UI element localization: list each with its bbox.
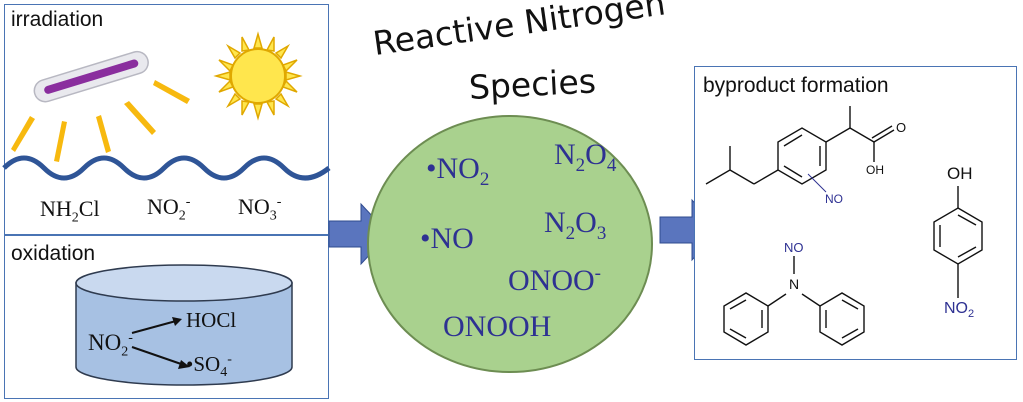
species-no2: •NO2 — [426, 152, 490, 190]
phenol-no2-label: NO2 — [944, 300, 975, 321]
oxidation-product-hocl: HOCl — [186, 308, 237, 332]
byproduct-structures — [705, 106, 983, 346]
irradiation-label: irradiation — [11, 8, 104, 31]
nitroso-ibuprofen-structure — [705, 106, 895, 193]
nitroso-n-label: N — [789, 276, 800, 292]
phenol-oh-label: OH — [947, 164, 973, 183]
species-no: •NO — [420, 222, 474, 255]
nh2cl-label: NH2Cl — [40, 196, 100, 226]
water-wave — [2, 155, 331, 181]
title-line-1: Reactive Nitrogen — [370, 0, 668, 63]
uv-lamp-icon — [33, 50, 149, 103]
tank-icon — [75, 264, 293, 386]
ibu-oh-label: OH — [866, 163, 884, 177]
nitroso-no-label: NO — [784, 240, 804, 255]
nitrosodiphenylamine-structure — [723, 256, 865, 346]
title-line-2: Species — [467, 61, 597, 107]
species-circle — [367, 115, 653, 373]
irradiation-artwork — [2, 31, 331, 181]
ibu-o-label: O — [896, 120, 907, 135]
nitrophenol-structure — [933, 186, 983, 298]
oxidation-reactant: NO2- — [88, 330, 133, 360]
byproduct-panel — [694, 66, 1017, 360]
oxidation-artwork — [75, 264, 293, 386]
species-n2o4: N2O4 — [554, 138, 617, 176]
nitrite-label: NO2- — [147, 194, 191, 224]
reaction-arrows — [131, 317, 190, 369]
byproduct-label: byproduct formation — [703, 74, 889, 97]
sun-icon — [213, 31, 303, 121]
oxidation-label: oxidation — [11, 242, 96, 265]
ibu-nitroso-label: NO — [825, 192, 843, 206]
irradiation-panel — [4, 4, 329, 235]
lamp-rays-icon — [11, 80, 190, 162]
oxidation-product-sulfate: •SO4- — [186, 352, 232, 381]
nitrate-label: NO3- — [238, 194, 282, 224]
species-peroxynitrous-acid: ONOOH — [443, 310, 552, 343]
species-n2o3: N2O3 — [544, 206, 607, 244]
species-peroxynitrite: ONOO- — [508, 263, 601, 297]
